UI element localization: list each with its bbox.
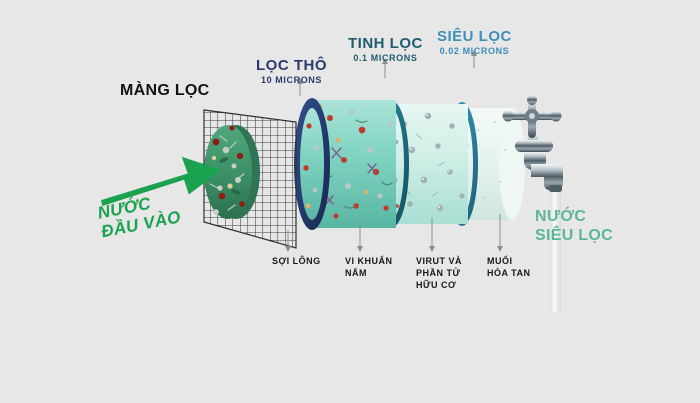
leader-arrowheads-top xyxy=(297,50,477,84)
inflow-arrow xyxy=(100,156,222,207)
label-membrane: MÀNG LỌC xyxy=(120,83,210,99)
filter-stage-2-micro xyxy=(294,98,396,230)
label-membrane-title: MÀNG LỌC xyxy=(120,82,210,99)
label-stage-tho-title: LỌC THÔ xyxy=(256,57,327,74)
water-stream xyxy=(550,192,561,312)
label-stage-tinh-sub: 0.1 MICRONS xyxy=(353,53,418,63)
label-stage-sieu-title: SIÊU LỌC xyxy=(437,28,512,45)
label-stage-tinh-title: TINH LỌC xyxy=(348,35,423,52)
callout-muoi: MUỐI HÒA TAN xyxy=(487,256,531,279)
label-stage-tinh: TINH LỌC 0.1 MICRONS xyxy=(348,36,423,63)
particles-stage1 xyxy=(208,125,245,215)
callout-soi-long: SỢI LÔNG xyxy=(272,256,321,266)
callout-vi-khuan: VI KHUẨN NẤM xyxy=(345,256,393,279)
label-stage-tho-sub: 10 MICRONS xyxy=(260,75,322,85)
filter-stage-1-membrane xyxy=(204,125,260,219)
label-outflow-water: NƯỚC SIÊU LỌC xyxy=(535,208,613,244)
leader-lines-top xyxy=(299,54,475,96)
faucet xyxy=(502,95,563,312)
label-stage-sieu: SIÊU LỌC 0.02 MICRONS xyxy=(437,29,512,56)
label-stage-sieu-sub: 0.02 MICRONS xyxy=(439,46,510,56)
callout-virut: VIRUT VÀ PHẦN TỬ HỮU CƠ xyxy=(416,256,463,291)
label-stage-tho: LỌC THÔ 10 MICRONS xyxy=(256,58,327,85)
faucet-handle xyxy=(502,95,562,138)
leader-arrowheads-bottom xyxy=(285,246,503,252)
